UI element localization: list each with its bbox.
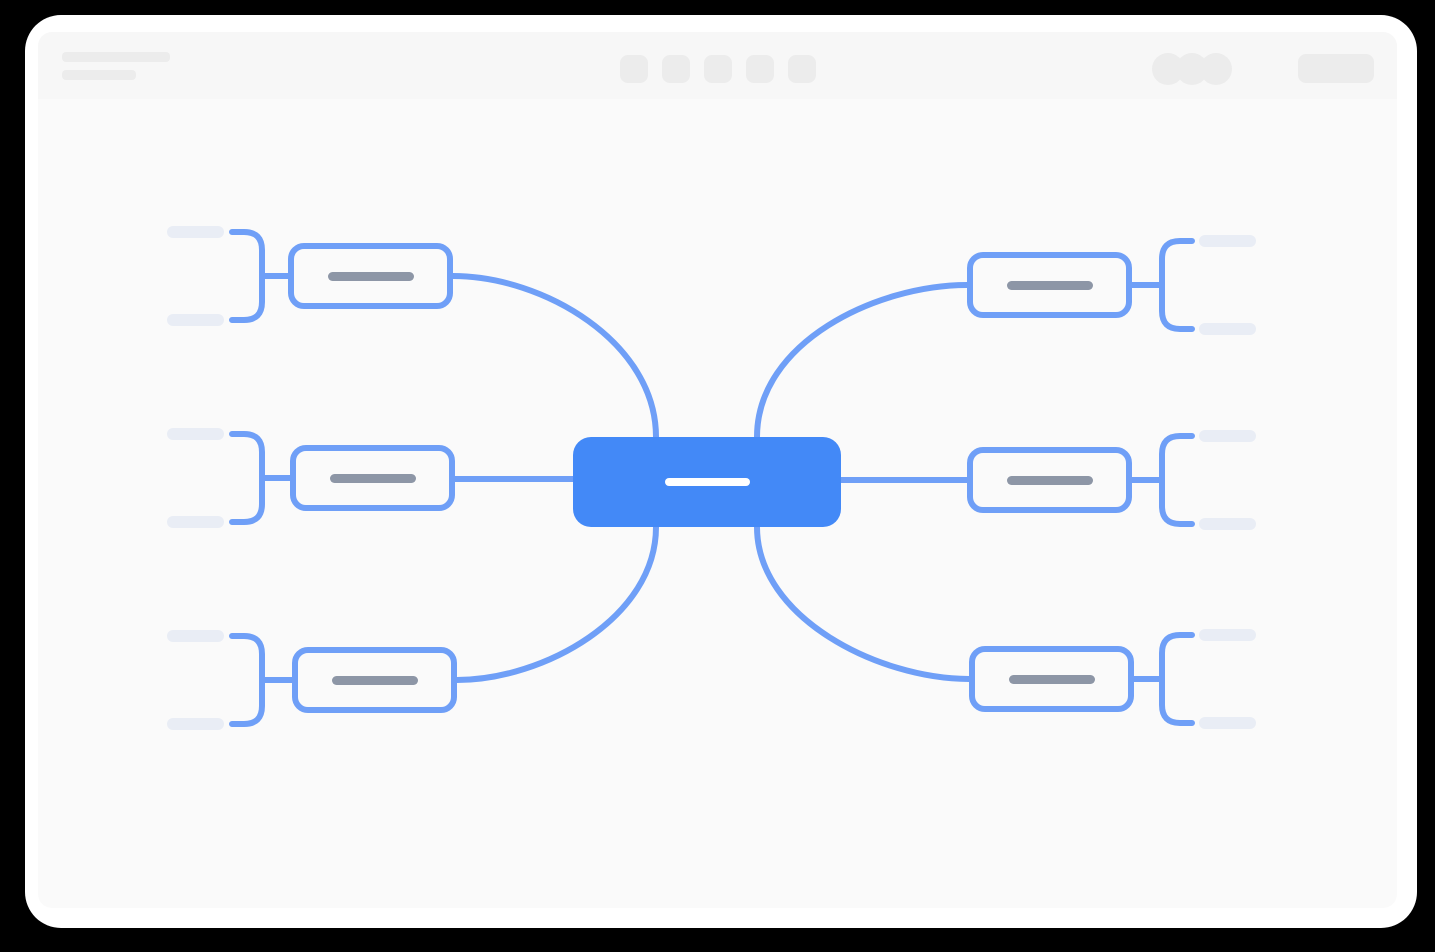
toolbar-button-1[interactable] xyxy=(619,55,648,83)
header-action-button[interactable] xyxy=(1298,54,1374,83)
node-top-left[interactable] xyxy=(288,243,453,309)
bracket-middle-left xyxy=(229,431,293,525)
avatar-group xyxy=(1152,53,1232,85)
subtopic-middle-right-2[interactable] xyxy=(1199,518,1256,530)
node-middle-right[interactable] xyxy=(967,447,1132,513)
subtopic-bottom-right-1[interactable] xyxy=(1199,629,1256,641)
bracket-top-right xyxy=(1129,238,1195,332)
subtopic-top-left-2[interactable] xyxy=(167,314,224,326)
subtopic-middle-left-2[interactable] xyxy=(167,516,224,528)
app-surface xyxy=(38,32,1397,908)
toolbar-button-3[interactable] xyxy=(703,55,732,83)
bracket-bottom-right xyxy=(1131,632,1195,726)
toolbar-button-4[interactable] xyxy=(745,55,774,83)
connector-bottom-left xyxy=(454,524,659,683)
mindmap-canvas xyxy=(229,229,1195,727)
toolbar-button-2[interactable] xyxy=(661,55,690,83)
logo-placeholder-bar-1 xyxy=(62,52,170,62)
node-bottom-right[interactable] xyxy=(969,646,1134,712)
node-bottom-left-label-placeholder xyxy=(331,675,418,685)
bracket-bottom-left xyxy=(229,633,295,727)
avatar-3[interactable] xyxy=(1200,53,1232,85)
node-bottom-right-label-placeholder xyxy=(1008,674,1095,684)
connector-top-right xyxy=(754,282,970,440)
toolbar xyxy=(619,55,816,83)
bracket-middle-right xyxy=(1129,433,1195,527)
node-middle-left[interactable] xyxy=(290,445,455,511)
central-node-label-placeholder xyxy=(664,478,750,486)
subtopic-middle-right-1[interactable] xyxy=(1199,430,1256,442)
toolbar-button-5[interactable] xyxy=(787,55,816,83)
bracket-top-left xyxy=(229,229,291,323)
node-bottom-left[interactable] xyxy=(292,647,457,713)
node-top-left-label-placeholder xyxy=(327,271,414,281)
subtopic-top-right-1[interactable] xyxy=(1199,235,1256,247)
subtopic-top-left-1[interactable] xyxy=(167,226,224,238)
app-header xyxy=(38,32,1397,99)
node-top-right[interactable] xyxy=(967,252,1132,318)
app-window xyxy=(25,15,1417,928)
connector-bottom-right xyxy=(754,524,972,682)
node-middle-left-label-placeholder xyxy=(329,473,416,483)
connector-top-left xyxy=(450,273,659,440)
logo-placeholder-bar-2 xyxy=(62,70,136,80)
node-middle-right-label-placeholder xyxy=(1006,475,1093,485)
subtopic-bottom-left-1[interactable] xyxy=(167,630,224,642)
subtopic-bottom-right-2[interactable] xyxy=(1199,717,1256,729)
node-top-right-label-placeholder xyxy=(1006,280,1093,290)
subtopic-bottom-left-2[interactable] xyxy=(167,718,224,730)
subtopic-top-right-2[interactable] xyxy=(1199,323,1256,335)
subtopic-middle-left-1[interactable] xyxy=(167,428,224,440)
central-node[interactable] xyxy=(573,437,841,527)
